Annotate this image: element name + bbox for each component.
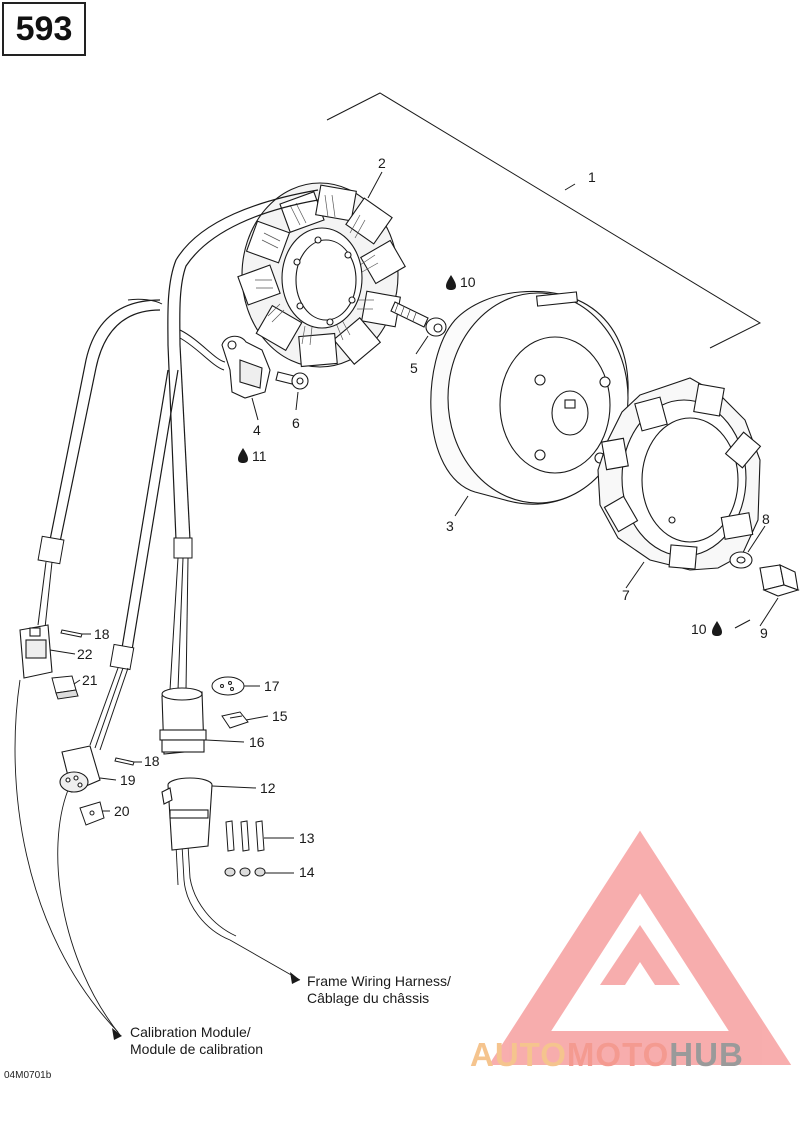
callout-18b: 18 <box>144 753 160 769</box>
sensor-screw <box>275 371 309 390</box>
arrow-frame-harness <box>290 972 300 984</box>
terminal-15 <box>221 711 249 729</box>
flywheel-rotor <box>430 290 629 505</box>
callout-7: 7 <box>622 587 630 603</box>
callout-3: 3 <box>446 518 454 534</box>
callout-16: 16 <box>249 734 265 750</box>
watermark-auto: AUTO <box>470 1036 567 1073</box>
page-number: 593 <box>15 9 73 48</box>
watermark-moto: MOTO <box>566 1036 670 1073</box>
watermark-logo <box>488 830 792 1065</box>
flywheel-bolt <box>759 564 800 597</box>
seals-14 <box>224 867 266 877</box>
frame-harness-en: Frame Wiring Harness/ <box>307 973 451 989</box>
callout-18a: 18 <box>94 626 110 642</box>
page-number-box: 593 <box>2 2 86 56</box>
connector-housing-12 <box>161 777 213 851</box>
callout-12: 12 <box>260 780 276 796</box>
calibration-fr: Module de calibration <box>130 1041 264 1057</box>
washer <box>729 551 753 569</box>
calibration-en: Calibration Module/ <box>130 1024 251 1040</box>
callout-1: 1 <box>588 169 596 185</box>
bracket-assembly-1 <box>326 92 762 349</box>
terminal-pin-18b <box>114 757 135 766</box>
calibration-module-note: Calibration Module/ Module de calibratio… <box>130 1024 263 1058</box>
callout-4: 4 <box>253 422 261 438</box>
connector-19 <box>59 745 101 793</box>
frame-harness-note: Frame Wiring Harness/ Câblage du châssis <box>307 973 451 1007</box>
callout-9: 9 <box>760 625 768 641</box>
callout-14: 14 <box>299 864 315 880</box>
watermark-hub: HUB <box>669 1036 744 1073</box>
callout-2: 2 <box>378 155 386 171</box>
stator <box>237 182 406 368</box>
callout-17: 17 <box>264 678 280 694</box>
drop-icon <box>446 275 456 290</box>
callout-22: 22 <box>77 646 93 662</box>
callout-5: 5 <box>410 360 418 376</box>
callout-19: 19 <box>120 772 136 788</box>
callout-11: 11 <box>252 448 267 464</box>
terminal-pin-18a <box>60 629 83 638</box>
drop-icon <box>238 448 248 463</box>
callout-15: 15 <box>272 708 288 724</box>
stator-screw <box>390 301 447 337</box>
clip-21 <box>51 675 79 700</box>
figure-code: 04M0701b <box>4 1070 52 1081</box>
callout-8: 8 <box>762 511 770 527</box>
seal-disc <box>211 676 245 696</box>
callout-10b: 10 <box>691 621 707 637</box>
leader-lines <box>49 171 779 874</box>
wiring-harness <box>14 189 319 1036</box>
connector-housing-16 <box>159 687 207 755</box>
callout-21: 21 <box>82 672 98 688</box>
callout-6: 6 <box>292 415 300 431</box>
clip-20 <box>79 801 105 826</box>
terminals-13 <box>225 820 265 852</box>
callout-10a: 10 <box>460 274 476 290</box>
arrow-calibration <box>112 1028 122 1040</box>
trigger-coil-sensor <box>221 335 271 399</box>
starter-crown <box>597 377 762 571</box>
frame-harness-fr: Câblage du châssis <box>307 990 430 1006</box>
watermark-text: AUTOMOTOHUB <box>470 1036 800 1080</box>
callout-20: 20 <box>114 803 130 819</box>
callout-13: 13 <box>299 830 315 846</box>
connector-22 <box>19 624 53 679</box>
drop-icon <box>712 621 722 636</box>
